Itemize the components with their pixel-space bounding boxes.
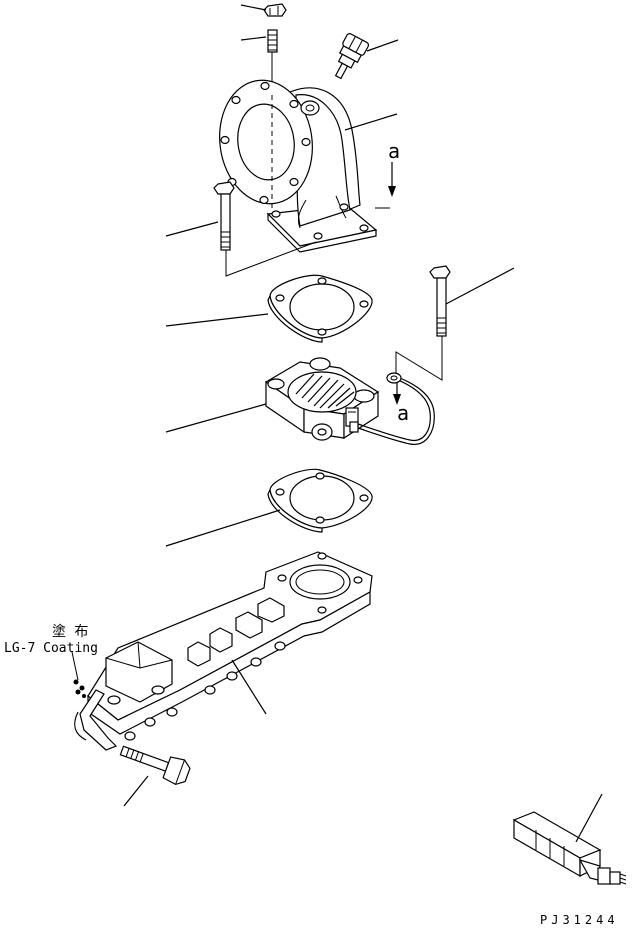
view-marker-top: a: [388, 139, 400, 197]
leader-line-bolt-right: [445, 267, 515, 305]
bolt-right-axis: [395, 336, 443, 381]
coating-label-jp: 塗 布: [52, 623, 88, 640]
leader-line-nut: [240, 4, 267, 11]
stud-bolt: [267, 29, 278, 53]
leader-line-tool: [575, 793, 603, 843]
leader-line-manifold: [231, 659, 267, 715]
view-marker-top-label: a: [388, 139, 400, 163]
leader-line-gasket-upper: [165, 313, 269, 327]
heater-housing: [264, 357, 380, 441]
service-tool: [512, 811, 627, 885]
leader-line-manifold-bolt: [123, 775, 149, 807]
drawing-code: PJ31244: [540, 913, 619, 927]
flange-bolt-left: [213, 181, 235, 251]
leader-line-heater-housing: [165, 403, 267, 433]
leader-line-elbow: [344, 113, 398, 131]
heater-wire-harness: [357, 372, 435, 445]
leader-line-stud: [240, 36, 267, 41]
view-marker-mid: a: [393, 382, 409, 425]
leader-line-sensor: [366, 39, 399, 52]
bolt-left-axis: [225, 241, 317, 277]
coating-label-en: LG-7 Coating: [4, 641, 98, 656]
temperature-sensor: [334, 33, 370, 80]
manifold-bolt: [119, 745, 191, 786]
hex-nut: [263, 3, 287, 17]
gasket-upper: [267, 274, 373, 343]
view-marker-mid-label: a: [397, 401, 409, 425]
leader-line-bolt-left: [165, 221, 219, 237]
intake-manifold: [74, 551, 373, 751]
leader-line-gasket-lower: [165, 509, 281, 547]
leader-line-coating: [71, 651, 79, 681]
flange-bolt-right: [429, 265, 451, 337]
exhaust-elbow: [219, 79, 378, 253]
gasket-lower: [267, 468, 373, 533]
coating-application-mark: [73, 679, 86, 698]
